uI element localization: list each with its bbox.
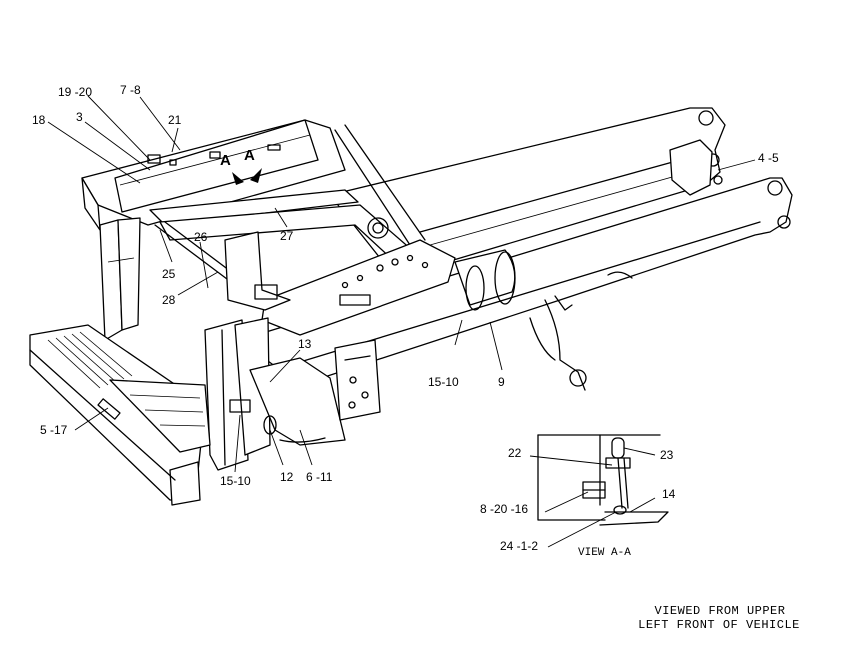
center-plate <box>224 231 456 336</box>
callout-a-right: A <box>244 147 255 164</box>
callout-a-left: A <box>220 152 231 169</box>
callout-25: 25 <box>162 267 176 281</box>
callout-22: 22 <box>508 446 522 460</box>
callout-14: 14 <box>662 487 676 501</box>
callout-4-5: 4 -5 <box>758 151 779 165</box>
callout-3: 3 <box>76 110 83 124</box>
section-arrows <box>232 168 262 185</box>
callout-15-10-left: 15-10 <box>220 474 251 488</box>
callout-21: 21 <box>168 113 182 127</box>
callout-12: 12 <box>280 470 294 484</box>
left-posts <box>99 217 271 471</box>
view-caption-line-2: LEFT FRONT OF VEHICLE <box>638 618 800 632</box>
callout-labels: 19 -20 7 -8 18 3 21 A A 4 -5 26 27 25 28… <box>32 83 779 559</box>
view-a-a-label: VIEW A-A <box>578 547 631 559</box>
detail-view-a-a <box>529 434 669 548</box>
callout-19-20: 19 -20 <box>58 85 92 99</box>
callout-13: 13 <box>298 337 312 351</box>
callout-7-8: 7 -8 <box>120 83 141 97</box>
callout-9: 9 <box>498 375 505 389</box>
callout-5-17: 5 -17 <box>40 423 68 437</box>
callout-6-11: 6 -11 <box>306 470 333 484</box>
right-frame-rail <box>329 107 726 271</box>
callout-26: 26 <box>194 230 208 244</box>
callout-24-1-2: 24 -1-2 <box>500 539 538 553</box>
callout-15-10-right: 15-10 <box>428 375 459 389</box>
callout-18: 18 <box>32 113 46 127</box>
lower-bracket <box>249 339 381 446</box>
view-caption-line-1: VIEWED FROM UPPER <box>654 604 786 618</box>
cross-tube <box>454 249 516 311</box>
callout-8-20-16: 8 -20 -16 <box>480 502 528 516</box>
callout-27: 27 <box>280 229 294 243</box>
leader-lines <box>47 95 756 473</box>
left-frame-rail <box>239 177 793 391</box>
callout-23: 23 <box>660 448 674 462</box>
callout-28: 28 <box>162 293 176 307</box>
front-bumper <box>29 324 211 506</box>
